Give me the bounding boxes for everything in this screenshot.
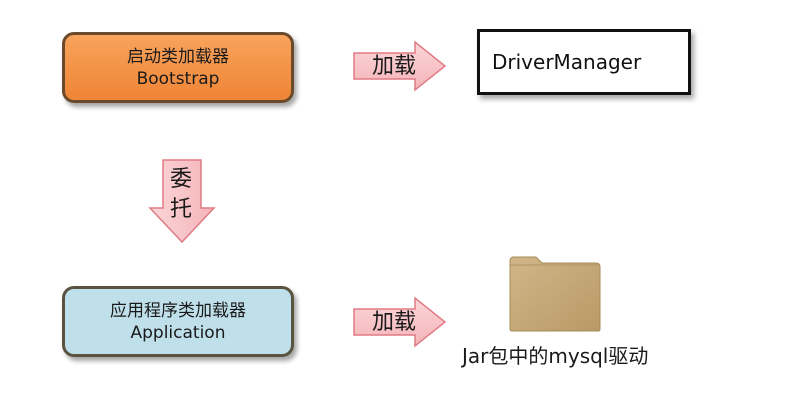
load-arrow-top (353, 40, 447, 92)
bootstrap-loader-box: 启动类加载器 Bootstrap (62, 32, 294, 103)
folder-icon (509, 256, 601, 332)
jar-driver-label: Jar包中的mysql驱动 (462, 344, 649, 368)
bootstrap-loader-name: Bootstrap (136, 68, 220, 89)
delegate-arrow (148, 159, 216, 244)
application-loader-box: 应用程序类加载器 Application (62, 286, 294, 357)
delegate-char-2: 托 (169, 197, 192, 222)
application-loader-title: 应用程序类加载器 (110, 300, 246, 321)
load-arrow-bottom (353, 296, 447, 348)
load-arrow-bottom-label: 加载 (371, 310, 416, 335)
bootstrap-loader-title: 启动类加载器 (127, 46, 229, 67)
delegate-arrow-label: 委 托 (157, 165, 205, 225)
application-loader-name: Application (130, 322, 226, 343)
driver-manager-box: DriverManager (477, 29, 691, 95)
load-arrow-top-label: 加载 (371, 54, 416, 79)
delegate-char-1: 委 (169, 167, 192, 192)
driver-manager-label: DriverManager (492, 50, 642, 74)
